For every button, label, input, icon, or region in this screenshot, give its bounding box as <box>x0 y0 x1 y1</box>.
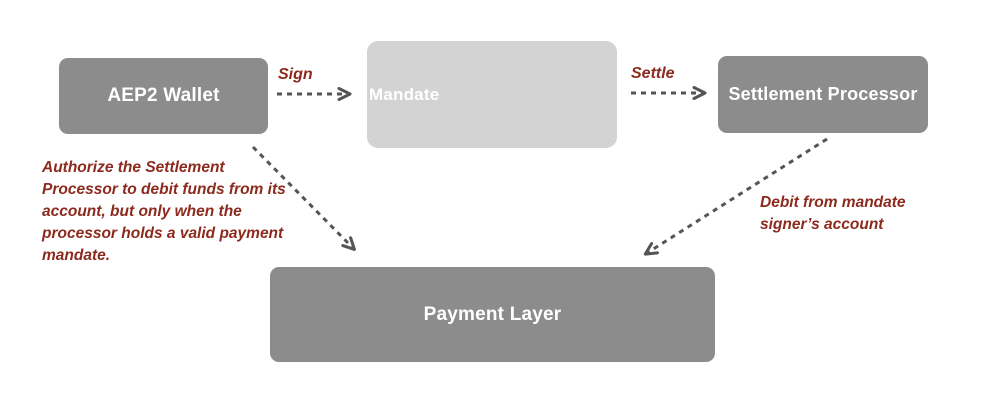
node-mandate-label: Mandate <box>369 84 440 104</box>
annotation-authorize: Authorize the Settlement Processor to de… <box>42 159 286 264</box>
node-payment-layer: Payment Layer <box>270 267 715 362</box>
node-aep2-wallet-label: AEP2 Wallet <box>107 85 220 106</box>
node-mandate: Mandate <box>367 41 617 148</box>
node-settlement-processor-label: Settlement Processor <box>728 84 918 104</box>
node-aep2-wallet: AEP2 Wallet <box>59 58 268 134</box>
edge-sign-label: Sign <box>278 66 313 83</box>
annotation-debit: Debit from mandate signer’s account <box>760 194 906 233</box>
edge-settle-label: Settle <box>631 65 675 82</box>
node-settlement-processor: Settlement Processor <box>718 56 928 133</box>
node-payment-layer-label: Payment Layer <box>423 303 562 325</box>
